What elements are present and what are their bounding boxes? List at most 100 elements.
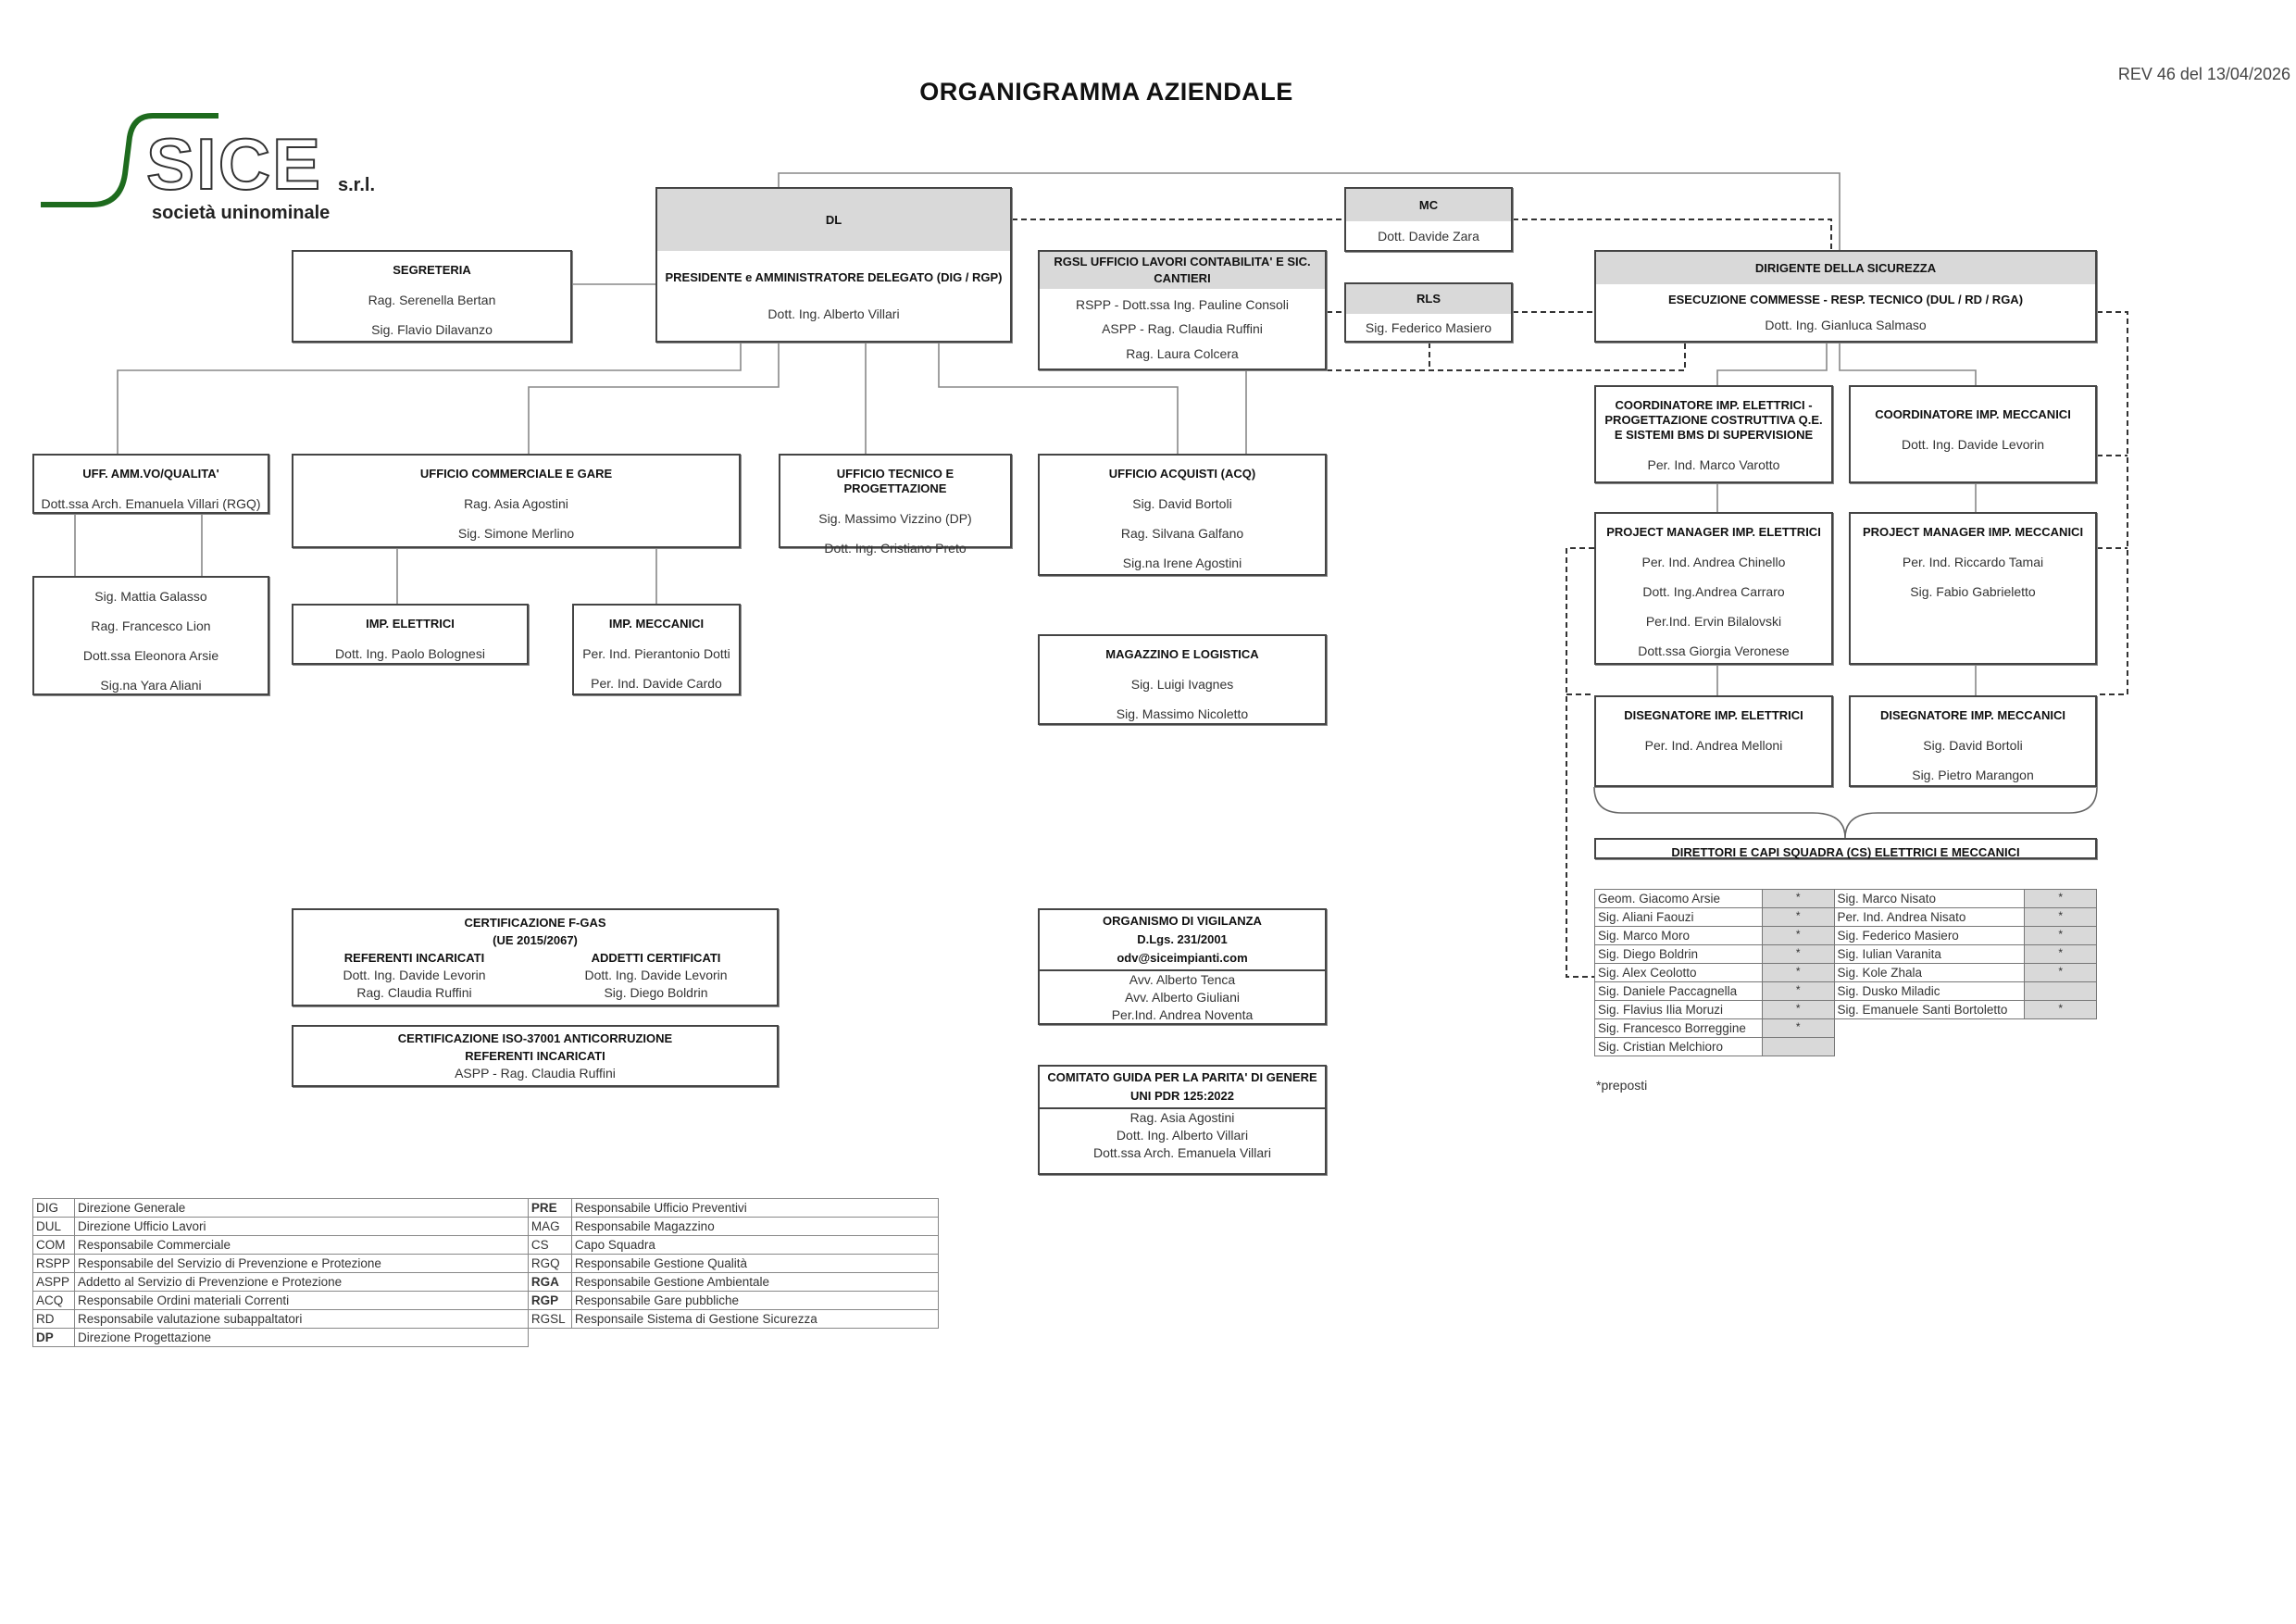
crew-row: Sig. Marco Moro*Sig. Federico Masiero* xyxy=(1593,926,2097,945)
fgas-certification-box: CERTIFICAZIONE F-GAS(UE 2015/2067)REFERE… xyxy=(292,908,779,1006)
member-name: Dott. Ing. Davide Levorin xyxy=(1901,437,2045,452)
member-name: Sig. David Bortoli xyxy=(1132,496,1232,511)
member-name: Dott. Ing. Cristiano Preto xyxy=(824,541,967,556)
preposto-mark: * xyxy=(1762,1000,1835,1019)
crew-row: Geom. Giacomo Arsie*Sig. Marco Nisato* xyxy=(1593,889,2097,908)
legend-abbr: RGQ xyxy=(527,1254,572,1273)
member-name: Sig. Flavio Dilavanzo xyxy=(371,322,493,337)
box-role: RGSL UFFICIO LAVORI CONTABILITA' E SIC. … xyxy=(1040,252,1325,289)
box-title: PROJECT MANAGER IMP. ELETTRICI xyxy=(1606,525,1821,539)
box-title: UFFICIO ACQUISTI (ACQ) xyxy=(1108,467,1256,481)
fgas-subtitle: (UE 2015/2067) xyxy=(493,932,578,947)
preposto-mark: * xyxy=(2024,926,2097,945)
member-name: Sig.na Yara Aliani xyxy=(100,678,202,693)
member-name: Sig. Mattia Galasso xyxy=(94,589,207,604)
member-name: Dott. Ing.Andrea Carraro xyxy=(1642,584,1785,599)
empty-cell xyxy=(528,1329,938,1347)
crew-name: Sig. Daniele Paccagnella xyxy=(1593,981,1764,1001)
crew-name: Sig. Emanuele Santi Bortoletto xyxy=(1833,1000,2026,1019)
preposto-mark: * xyxy=(1762,1018,1835,1038)
crew-name: Sig. Marco Nisato xyxy=(1833,889,2026,908)
legend-abbr: ACQ xyxy=(32,1291,75,1310)
crew-row: Sig. Aliani Faouzi*Per. Ind. Andrea Nisa… xyxy=(1593,907,2097,927)
member-name: Per. Ind. Marco Varotto xyxy=(1647,457,1780,472)
box-body: Dott. Davide Zara xyxy=(1346,221,1511,250)
box-role: MC xyxy=(1346,189,1511,221)
dashed-connector xyxy=(2097,311,2128,695)
legend-abbr: PRE xyxy=(527,1198,572,1218)
odv-divider xyxy=(1040,969,1325,971)
member-name: Rag. Claudia Ruffini xyxy=(356,984,472,1000)
legend-abbr: COM xyxy=(32,1235,75,1255)
member-name: Avv. Alberto Tenca xyxy=(1129,972,1236,987)
preposto-mark: * xyxy=(1762,944,1835,964)
legend-desc: Responsabile Magazzino xyxy=(570,1217,940,1236)
legend-abbr: DUL xyxy=(32,1217,75,1236)
logo-wordmark: SICE xyxy=(146,123,322,205)
legend-desc: Responsabile Commerciale xyxy=(73,1235,529,1255)
member-name: Sig. Federico Masiero xyxy=(1365,319,1492,335)
preposto-mark: * xyxy=(2024,963,2097,982)
member-name: Sig. Simone Merlino xyxy=(457,526,575,541)
crew-row: Sig. Cristian Melchioro xyxy=(1593,1037,2097,1056)
parita-divider xyxy=(1040,1107,1325,1109)
crew-name: Sig. Kole Zhala xyxy=(1833,963,2026,982)
member-name: Sig. David Bortoli xyxy=(1923,738,2023,753)
preposto-mark: * xyxy=(1762,926,1835,945)
solid-connector xyxy=(1716,343,1828,385)
crew-name: Sig. Flavius Ilia Moruzi xyxy=(1593,1000,1764,1019)
box-title: UFFICIO TECNICO E PROGETTAZIONE xyxy=(836,467,955,495)
member-name: Per. Ind. Pierantonio Dotti xyxy=(582,646,730,661)
member-name: Dott. Ing. Davide Levorin xyxy=(584,967,728,982)
member-name: Dott. Ing. Gianluca Salmaso xyxy=(1765,318,1927,332)
iso-subtitle: REFERENTI INCARICATI xyxy=(465,1049,605,1063)
legend-desc: Responsabile Ordini materiali Correnti xyxy=(73,1291,529,1310)
crew-name: Per. Ind. Andrea Nisato xyxy=(1833,907,2026,927)
legend-desc: Addetto al Servizio di Prevenzione e Pro… xyxy=(73,1272,529,1292)
preposto-mark: * xyxy=(2024,907,2097,927)
member-name: Dott. Ing. Paolo Bolognesi xyxy=(335,646,485,661)
parita-heading: COMITATO GUIDA PER LA PARITA' DI GENERE xyxy=(1047,1070,1317,1084)
logo-suffix: s.r.l. xyxy=(338,175,375,195)
box-title: DISEGNATORE IMP. MECCANICI xyxy=(1879,708,2066,722)
preposto-mark: * xyxy=(1762,907,1835,927)
member-name: Avv. Alberto Giuliani xyxy=(1125,990,1240,1005)
crew-row: Sig. Alex Ceolotto*Sig. Kole Zhala* xyxy=(1593,963,2097,982)
crew-name: Geom. Giacomo Arsie xyxy=(1593,889,1764,908)
crew-table: Geom. Giacomo Arsie*Sig. Marco Nisato*Si… xyxy=(1593,889,2097,1056)
legend-desc: Capo Squadra xyxy=(570,1235,940,1255)
member-name: Per. Ind. Davide Cardo xyxy=(591,676,722,691)
crew-name: Sig. Aliani Faouzi xyxy=(1593,907,1764,927)
member-name: Dott.ssa Arch. Emanuela Villari (RGQ) xyxy=(41,496,261,511)
crew-row: Sig. Flavius Ilia Moruzi*Sig. Emanuele S… xyxy=(1593,1000,2097,1019)
preposti-footnote: *preposti xyxy=(1596,1078,1648,1093)
box-direttori: DIRETTORI E CAPI SQUADRA (CS) ELETTRICI … xyxy=(1594,838,2097,859)
member-name: Rag. Francesco Lion xyxy=(91,618,211,633)
crew-name: Sig. Federico Masiero xyxy=(1833,926,2026,945)
logo-swoosh xyxy=(41,113,218,207)
legend-abbr: RGA xyxy=(527,1272,572,1292)
preposto-mark: * xyxy=(1762,963,1835,982)
box-title: IMP. ELETTRICI xyxy=(366,617,455,631)
legend-abbr: RD xyxy=(32,1309,75,1329)
